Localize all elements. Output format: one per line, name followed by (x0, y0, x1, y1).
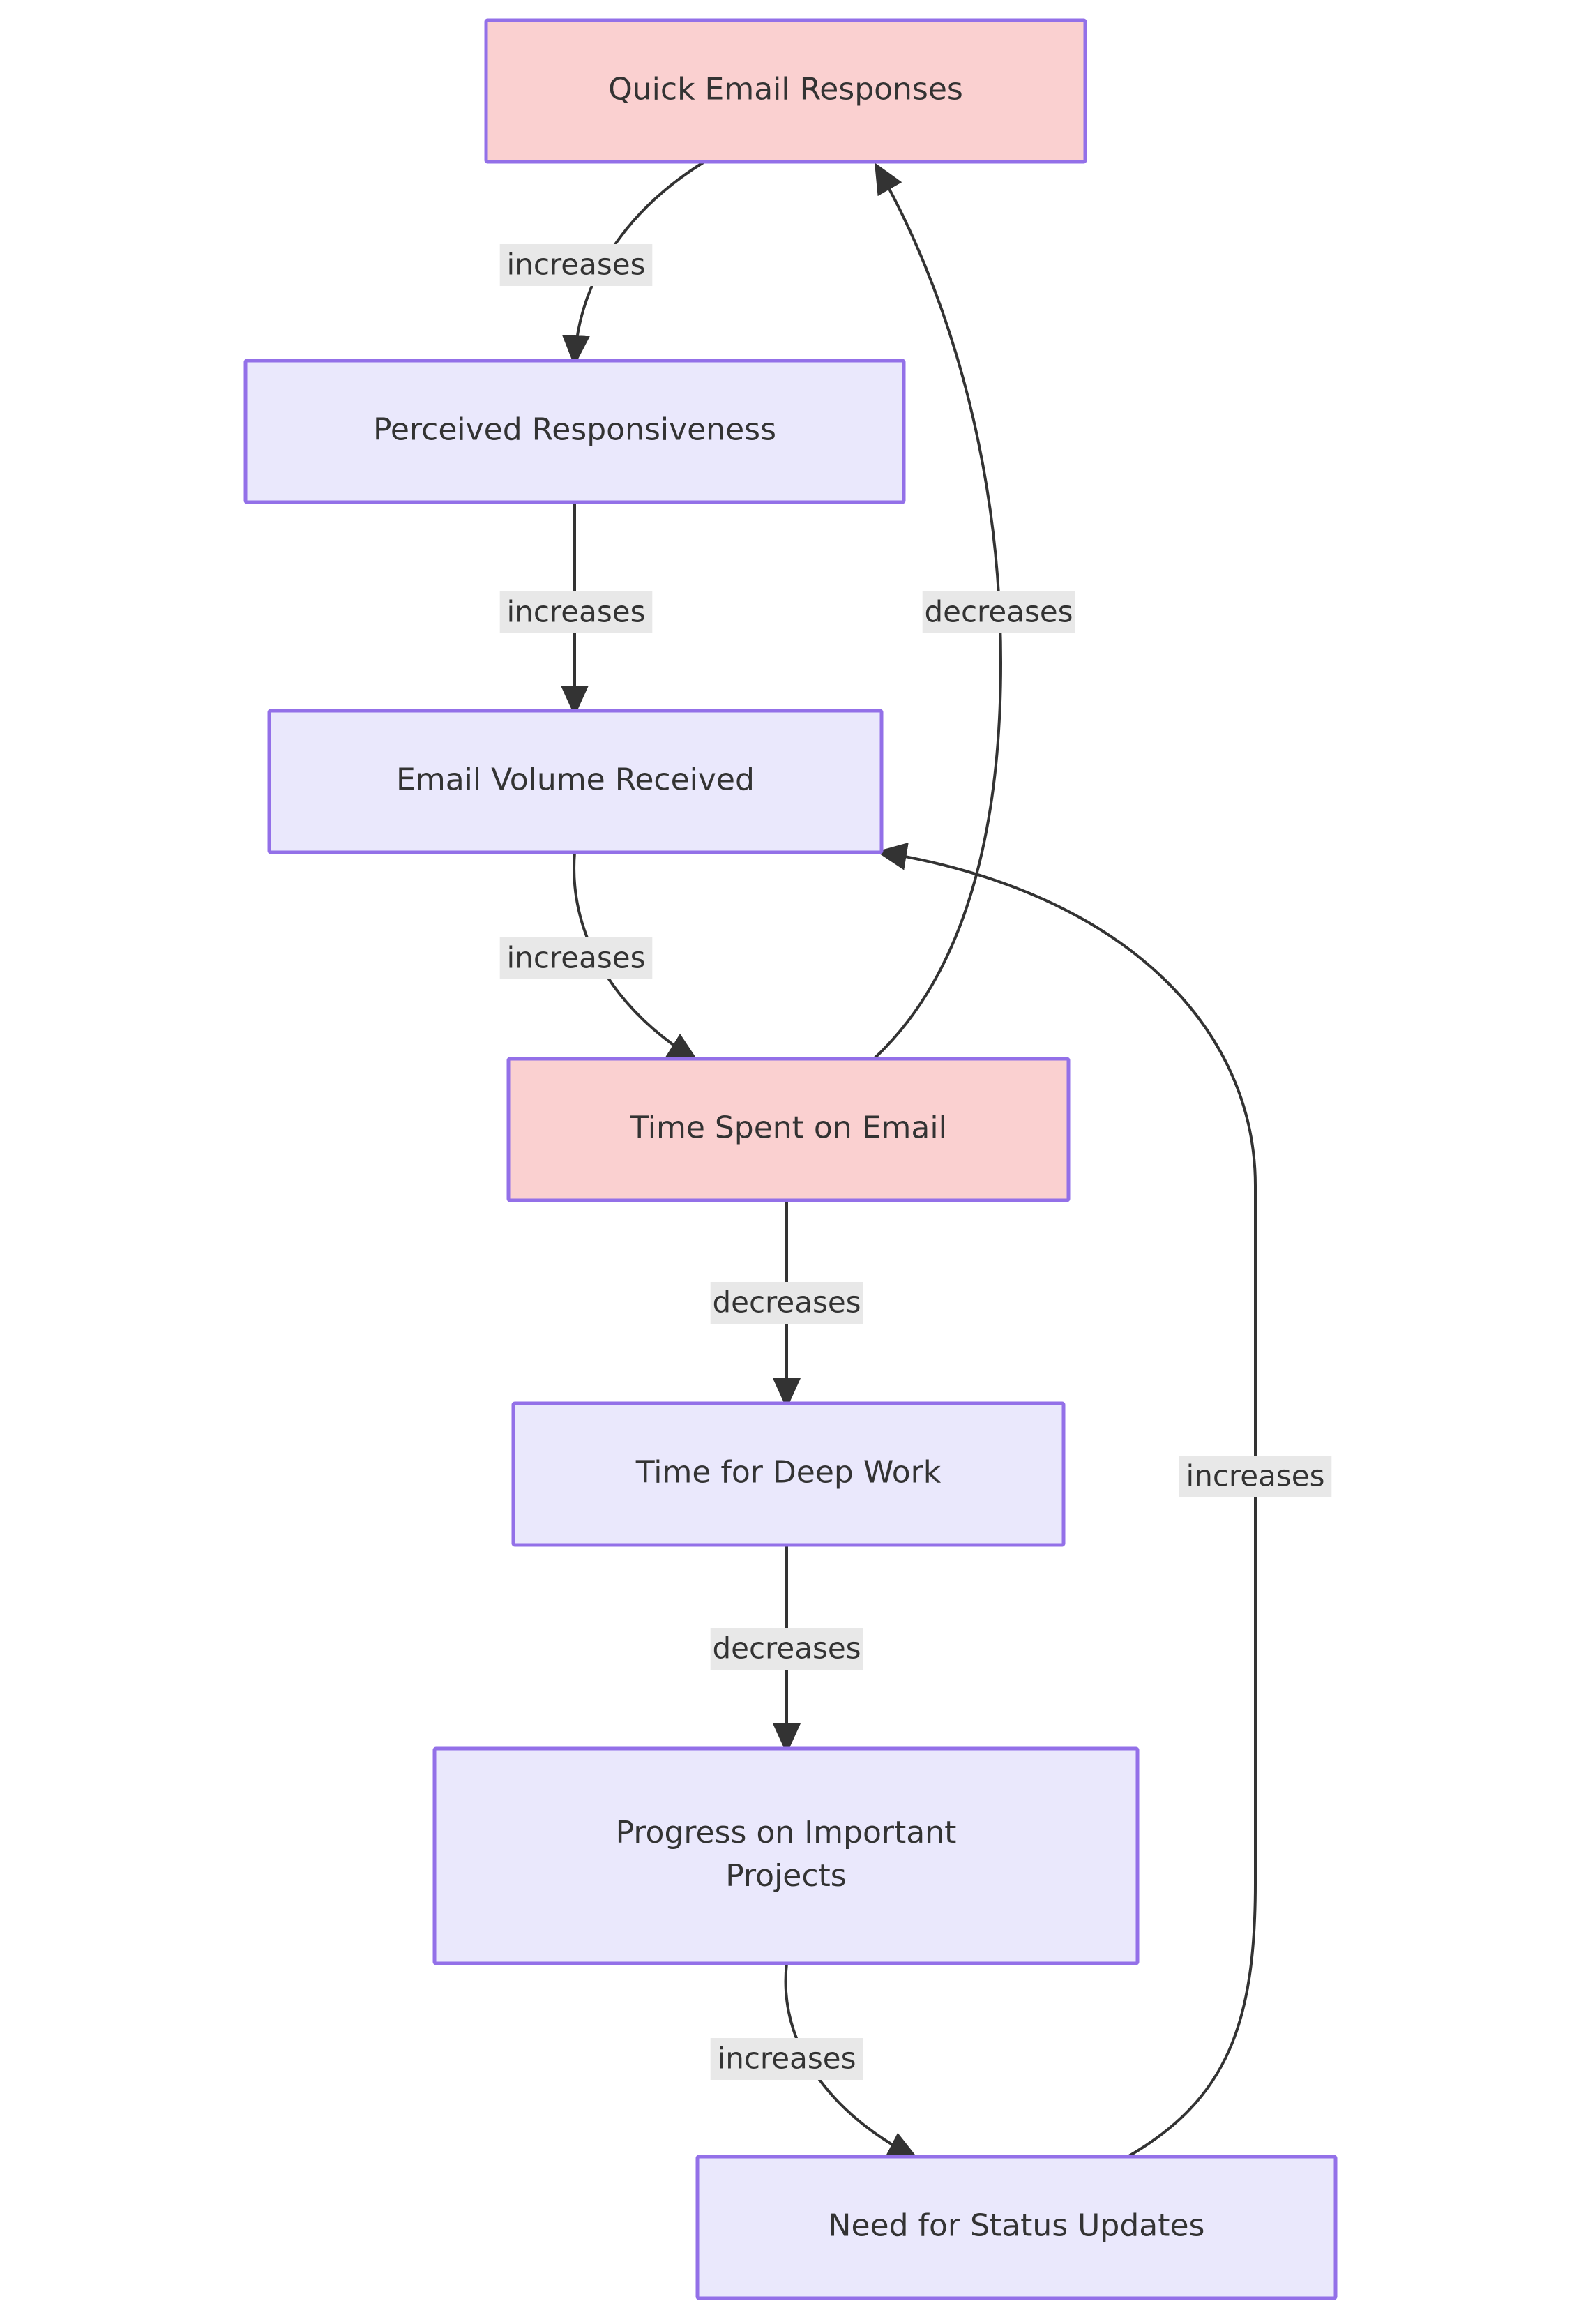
edge-label-background (499, 591, 653, 633)
edge-label-background (499, 244, 653, 286)
node-box (511, 1401, 1066, 1547)
edge-time-spent-on-email-to-quick-email-responses (872, 163, 1003, 1060)
node-need-for-status-updates[interactable]: Need for Status Updates (695, 2155, 1338, 2300)
edge-label-background (710, 1282, 863, 1324)
edge-label-background (499, 937, 653, 979)
edge-label-background (710, 2038, 863, 2080)
edge-label-need-for-status-updates-to-email-volume-received: increases (1179, 1456, 1332, 1497)
edge-label-time-spent-on-email-to-quick-email-responses: decreases (922, 591, 1075, 633)
node-label: Need for Status Updates (829, 2208, 1205, 2244)
edge-label-text: increases (718, 2042, 856, 2076)
edge-label-time-for-deep-work-to-progress-on-important-projects: decreases (710, 1628, 863, 1670)
node-quick-email-responses[interactable]: Quick Email Responses (484, 18, 1087, 164)
edge-label-quick-email-responses-to-perceived-responsiveness: increases (499, 244, 653, 286)
node-label: Progress on Important (616, 1815, 957, 1850)
node-label: Time Spent on Email (629, 1110, 947, 1146)
node-label: Email Volume Received (396, 762, 755, 798)
edge-label-time-spent-on-email-to-time-for-deep-work: decreases (710, 1282, 863, 1324)
edge-need-for-status-updates-to-email-volume-received (876, 843, 1257, 2158)
node-box (432, 1746, 1140, 1965)
node-perceived-responsiveness[interactable]: Perceived Responsiveness (243, 359, 906, 504)
edge-label-background (922, 591, 1075, 633)
node-label: Perceived Responsiveness (373, 412, 776, 448)
edge-label-progress-on-important-projects-to-need-for-status-updates: increases (710, 2038, 863, 2080)
edge-label-text: decreases (924, 595, 1073, 629)
node-email-volume-received[interactable]: Email Volume Received (267, 709, 884, 854)
edge-label-text: increases (507, 248, 646, 282)
edge-label-text: increases (507, 595, 646, 629)
node-box (484, 18, 1087, 164)
node-label: Projects (725, 1858, 846, 1894)
edge-label-text: decreases (712, 1285, 861, 1320)
edge-label-email-volume-received-to-time-spent-on-email: increases (499, 937, 653, 979)
node-label: Time for Deep Work (635, 1455, 942, 1491)
edge-label-background (1179, 1456, 1332, 1497)
node-label: Quick Email Responses (608, 72, 963, 107)
node-box (243, 359, 906, 504)
edge-label-text: decreases (712, 1631, 861, 1666)
node-box (695, 2155, 1338, 2300)
node-time-for-deep-work[interactable]: Time for Deep Work (511, 1401, 1066, 1547)
edge-label-text: increases (507, 941, 646, 975)
node-box (267, 709, 884, 854)
node-time-spent-on-email[interactable]: Time Spent on Email (506, 1057, 1071, 1202)
edge-label-background (710, 1628, 863, 1670)
node-box (506, 1057, 1071, 1202)
edge-label-text: increases (1186, 1459, 1325, 1493)
edge-labels-layer: increases increases increases decreases decr… (499, 244, 1332, 2080)
edge-label-perceived-responsiveness-to-email-volume-received: increases (499, 591, 653, 633)
